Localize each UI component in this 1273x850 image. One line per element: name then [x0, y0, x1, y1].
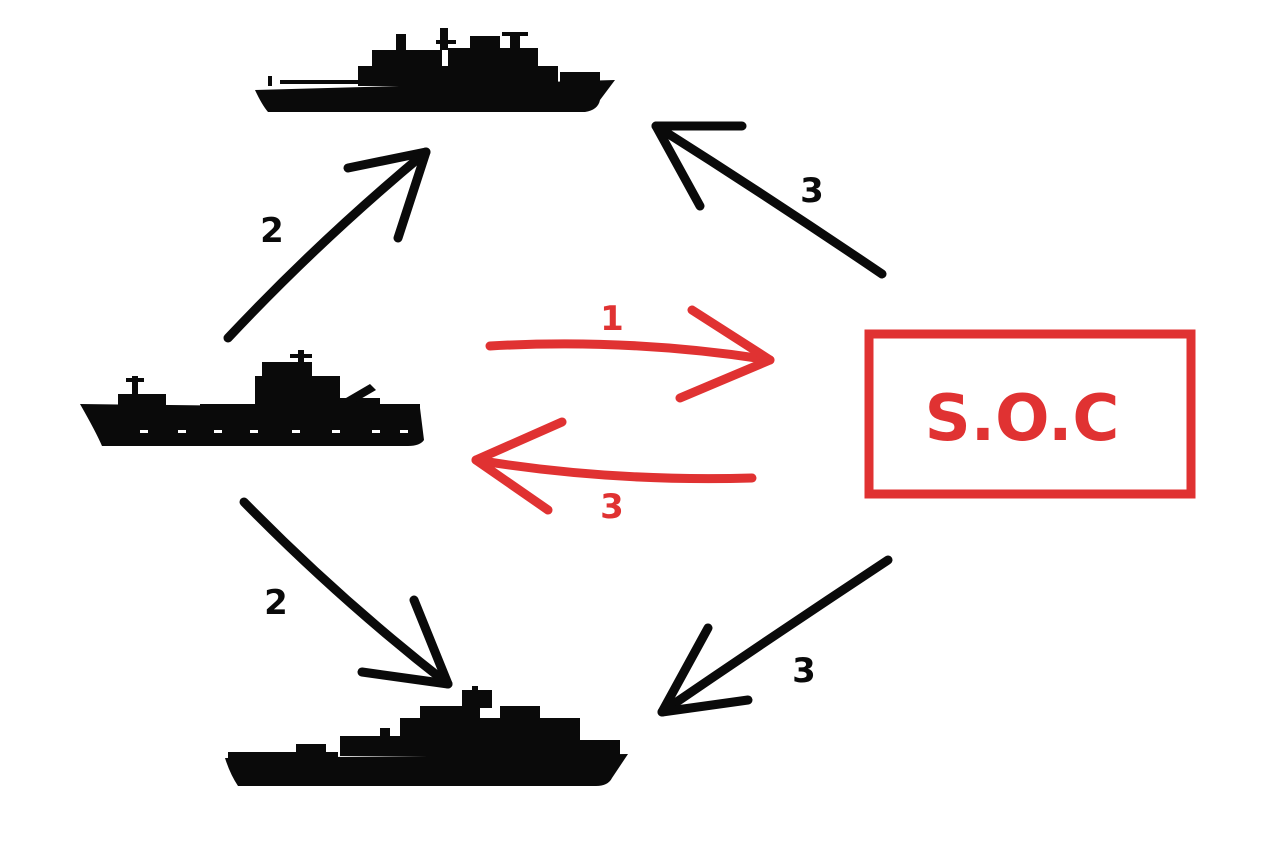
arrow-soc-to-bottom — [657, 555, 893, 717]
arrow-left-to-bottom — [239, 497, 453, 689]
step-label-soc-to-left: 3 — [600, 487, 624, 527]
arrow-soc-to-left — [471, 417, 757, 515]
step-label-left-to-soc: 1 — [600, 299, 624, 339]
ship-top-icon — [255, 28, 615, 112]
step-label-left-to-top: 2 — [260, 211, 284, 251]
step-label-left-to-bottom: 2 — [264, 583, 288, 623]
soc-box — [864, 329, 1196, 499]
ship-left-icon — [80, 350, 424, 446]
arrow-left-to-top — [223, 147, 431, 343]
step-label-soc-to-bottom: 3 — [792, 651, 816, 691]
soc-label: S.O.C — [925, 382, 1120, 456]
step-label-soc-to-top: 3 — [800, 171, 824, 211]
ship-bottom-icon — [225, 686, 628, 786]
arrow-left-to-soc — [485, 305, 775, 403]
arrow-soc-to-top — [651, 121, 887, 279]
